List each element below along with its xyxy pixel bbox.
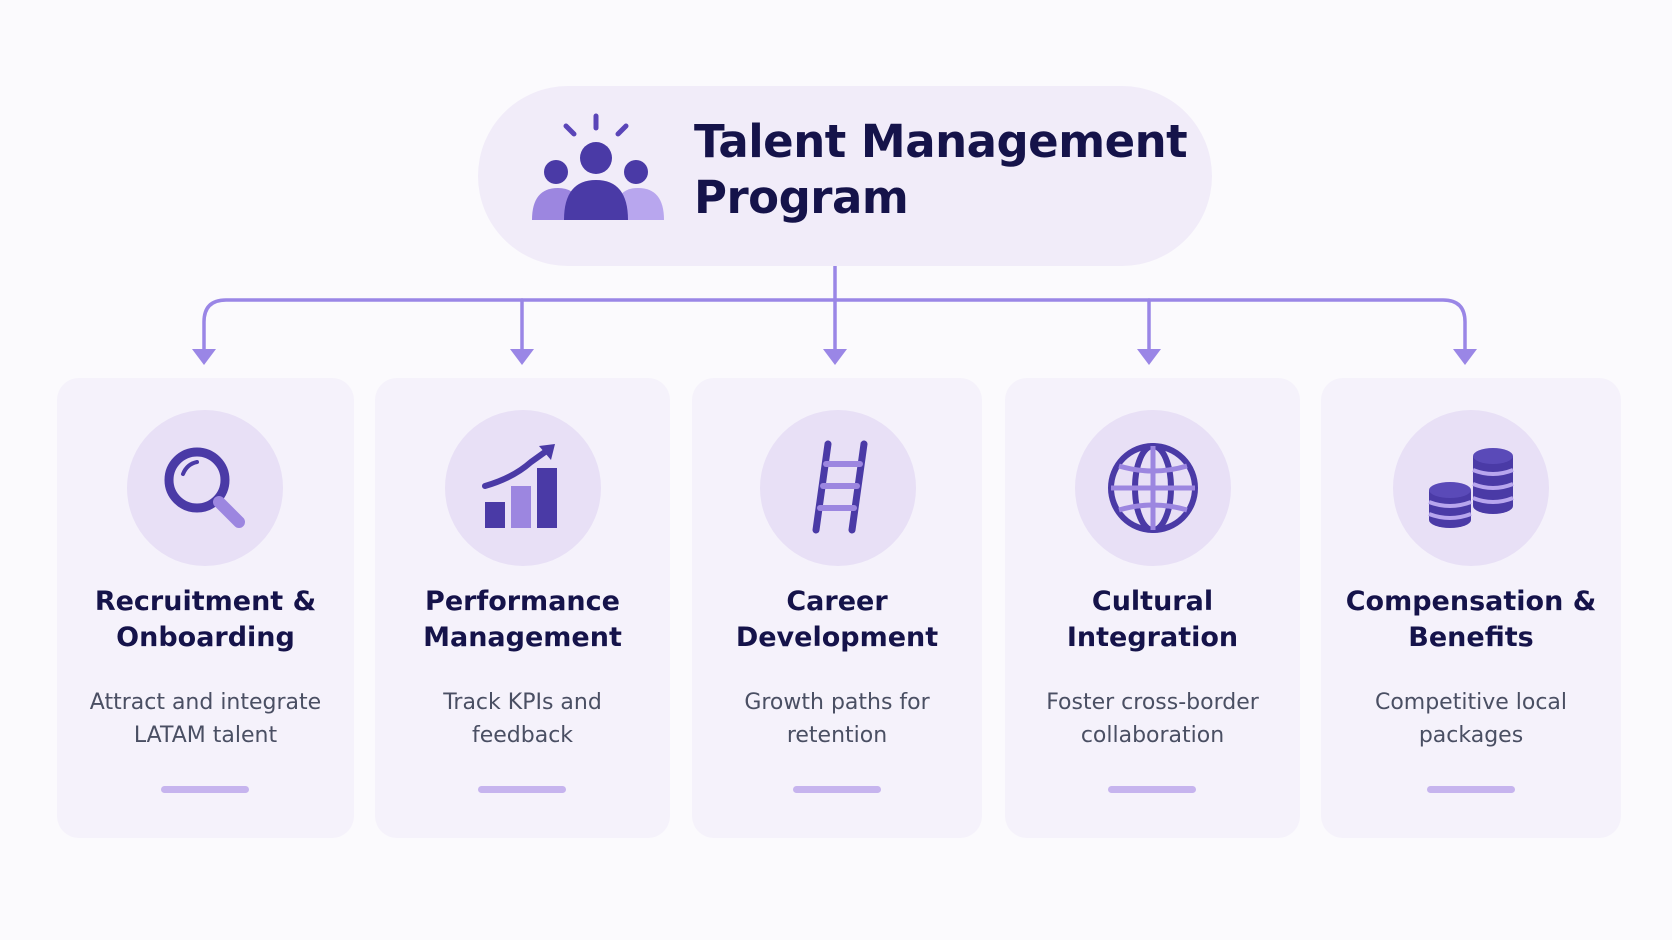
icon-circle	[127, 410, 283, 566]
card-title-line-1: Compensation &	[1345, 586, 1597, 617]
arrowhead-4	[1137, 349, 1161, 365]
accent-bar	[478, 786, 566, 793]
card-title: Compensation & Benefits	[1321, 584, 1621, 656]
accent-bar	[1427, 786, 1515, 793]
card-title-line-2: Benefits	[1408, 622, 1534, 653]
arrowhead-3	[823, 349, 847, 365]
icon-circle	[1393, 410, 1549, 566]
card-title: Career Development	[692, 584, 982, 656]
card-title: Performance Management	[375, 584, 670, 656]
card-compensation-benefits: Compensation & Benefits Competitive loca…	[1321, 378, 1621, 838]
card-desc-line-2: packages	[1418, 723, 1524, 748]
card-title-line-2: Integration	[1066, 622, 1239, 653]
card-desc-line-2: LATAM talent	[133, 723, 278, 748]
card-description: Track KPIs and feedback	[375, 686, 670, 752]
card-desc-line-1: Growth paths for	[744, 690, 930, 715]
card-desc-line-1: Competitive local	[1374, 690, 1568, 715]
accent-bar	[161, 786, 249, 793]
card-title-line-1: Career	[786, 586, 888, 617]
card-desc-line-1: Track KPIs and	[443, 690, 602, 715]
page-title: Talent Management Program	[694, 114, 1194, 226]
accent-bar	[793, 786, 881, 793]
coins-stack-icon	[1428, 448, 1514, 528]
card-title-line-2: Development	[735, 622, 939, 653]
card-desc-line-1: Attract and integrate	[89, 690, 322, 715]
magnifier-icon	[164, 447, 245, 528]
icon-circle	[760, 410, 916, 566]
card-title-line-1: Performance	[425, 586, 620, 617]
accent-bar	[1108, 786, 1196, 793]
ladder-icon	[812, 440, 868, 534]
card-title: Recruitment & Onboarding	[57, 584, 354, 656]
arrowhead-5	[1453, 349, 1477, 365]
title-line-1: Talent Management	[694, 115, 1188, 168]
card-career-development: Career Development Growth paths for rete…	[692, 378, 982, 838]
card-title-line-2: Onboarding	[116, 622, 295, 653]
card-desc-line-2: collaboration	[1080, 723, 1225, 748]
card-title-line-2: Management	[423, 622, 622, 653]
arrowhead-2	[510, 349, 534, 365]
connector-branch-left	[202, 298, 1467, 352]
card-title-line-1: Cultural	[1091, 586, 1214, 617]
card-desc-line-2: retention	[786, 723, 888, 748]
card-description: Foster cross-border collaboration	[1005, 686, 1300, 752]
card-recruitment-onboarding: Recruitment & Onboarding Attract and int…	[57, 378, 354, 838]
bar-chart-growth-icon	[482, 444, 557, 528]
card-cultural-integration: Cultural Integration Foster cross-border…	[1005, 378, 1300, 838]
arrowhead-1	[192, 349, 216, 365]
card-description: Competitive local packages	[1321, 686, 1621, 752]
card-description: Growth paths for retention	[692, 686, 982, 752]
icon-circle	[1075, 410, 1231, 566]
card-performance-management: Performance Management Track KPIs and fe…	[375, 378, 670, 838]
title-line-2: Program	[694, 171, 909, 224]
card-desc-line-1: Foster cross-border	[1046, 690, 1259, 715]
globe-icon	[1108, 443, 1198, 533]
header-pill	[478, 86, 1212, 266]
card-title-line-1: Recruitment &	[94, 586, 317, 617]
card-title: Cultural Integration	[1005, 584, 1300, 656]
card-desc-line-2: feedback	[471, 723, 574, 748]
team-people-icon	[532, 113, 664, 220]
card-description: Attract and integrate LATAM talent	[57, 686, 354, 752]
icon-circle	[445, 410, 601, 566]
